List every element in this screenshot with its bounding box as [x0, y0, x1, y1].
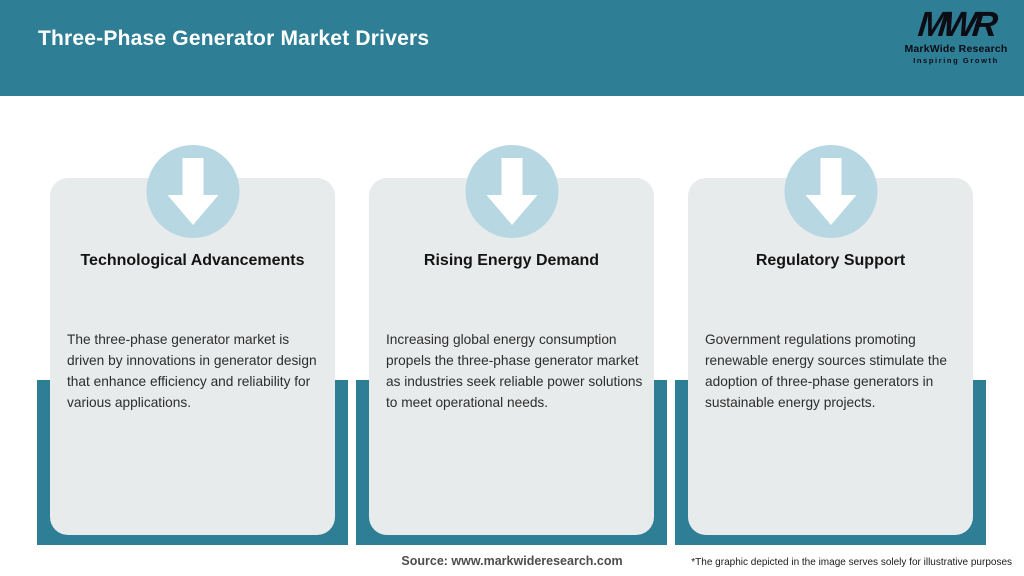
card-description: Government regulations promoting renewab… — [705, 332, 947, 410]
source-text: Source: www.markwideresearch.com — [401, 554, 623, 568]
card-title: Technological Advancements — [80, 252, 305, 269]
disclaimer-text: *The graphic depicted in the image serve… — [691, 557, 1012, 568]
page-title: Three-Phase Generator Market Drivers — [38, 27, 430, 50]
header-bar: Three-Phase Generator Market Drivers MWR… — [0, 0, 1024, 96]
down-arrow-icon — [465, 145, 558, 238]
driver-card-regulatory-support: Regulatory Support Government regulation… — [675, 145, 986, 545]
card-title: Regulatory Support — [755, 252, 906, 269]
logo-company-name: MarkWide Research — [904, 43, 1008, 55]
driver-card-technological-advancements: Technological Advancements The three-pha… — [37, 145, 348, 545]
down-arrow-icon — [784, 145, 877, 238]
card-title: Rising Energy Demand — [423, 252, 600, 269]
card-description: The three-phase generator market is driv… — [67, 332, 317, 410]
down-arrow-icon — [146, 145, 239, 238]
logo-acronym: MWR — [916, 5, 996, 44]
markwide-logo: MWR MarkWide Research Inspiring Growth — [904, 5, 1008, 65]
driver-card-rising-energy-demand: Rising Energy Demand Increasing global e… — [356, 145, 667, 545]
card-description: Increasing global energy consumption pro… — [386, 332, 643, 410]
logo-tagline: Inspiring Growth — [913, 56, 999, 65]
